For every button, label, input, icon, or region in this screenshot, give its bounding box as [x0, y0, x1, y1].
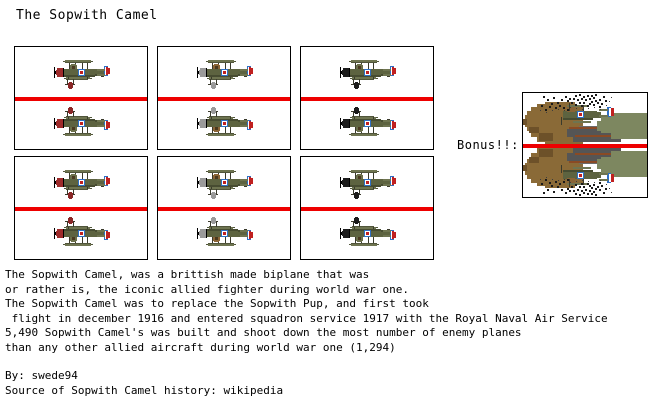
plane-sprite-black-cowl-upright [335, 53, 399, 91]
bonus-sprite-upright [523, 93, 647, 144]
panel-divider [301, 97, 433, 101]
sprite-panel-red-cowl-1 [14, 46, 148, 150]
sprite-panel-black-cowl-1 [300, 46, 434, 150]
footer-line-0: By: swede94 [5, 369, 78, 382]
body-line-1: or rather is, the iconic allied fighter … [5, 282, 409, 296]
bonus-cell-bottom [523, 146, 647, 197]
bonus-sprite-mirrored [523, 146, 647, 197]
panel-cell-top [301, 157, 433, 207]
panel-divider [15, 97, 147, 101]
page-title: The Sopwith Camel [16, 8, 158, 23]
plane-sprite-red-cowl-mirrored [49, 105, 113, 143]
panel-divider [15, 207, 147, 211]
plane-sprite-silver-cowl-upright [192, 163, 256, 201]
body-text: The Sopwith Camel, was a brittish made b… [5, 268, 661, 355]
panel-cell-bottom [158, 209, 290, 259]
panel-cell-bottom [301, 209, 433, 259]
panel-cell-bottom [15, 99, 147, 149]
plane-sprite-silver-cowl-upright [192, 53, 256, 91]
sprite-panel-red-cowl-2 [14, 156, 148, 260]
plane-sprite-black-cowl-mirrored [335, 105, 399, 143]
plane-sprite-red-cowl-upright [49, 53, 113, 91]
sprite-panel-black-cowl-2 [300, 156, 434, 260]
panel-divider [301, 207, 433, 211]
body-line-2: The Sopwith Camel was to replace the Sop… [5, 297, 429, 310]
plane-sprite-red-cowl-mirrored [49, 215, 113, 253]
body-line-0: The Sopwith Camel, was a brittish made b… [5, 268, 370, 281]
panel-cell-top [158, 47, 290, 97]
sprite-panel-silver-cowl-1 [157, 46, 291, 150]
panel-cell-top [301, 47, 433, 97]
body-line-3: flight in december 1916 and entered squa… [5, 311, 608, 325]
bonus-panel [522, 92, 648, 198]
plane-sprite-silver-cowl-mirrored [192, 105, 256, 143]
plane-sprite-silver-cowl-mirrored [192, 215, 256, 253]
body-line-4: 5,490 Sopwith Camel's was built and shoo… [5, 326, 522, 339]
plane-sprite-red-cowl-upright [49, 163, 113, 201]
bonus-cell-top [523, 93, 647, 144]
panel-cell-bottom [158, 99, 290, 149]
body-line-5: than any other allied aircraft during wo… [5, 340, 396, 354]
panel-cell-top [15, 157, 147, 207]
sprite-panel-silver-cowl-2 [157, 156, 291, 260]
panel-cell-top [15, 47, 147, 97]
panel-cell-top [158, 157, 290, 207]
sprite-panel-grid [14, 46, 454, 260]
panel-cell-bottom [15, 209, 147, 259]
bonus-divider [523, 144, 647, 148]
plane-sprite-black-cowl-upright [335, 163, 399, 201]
panel-divider [158, 207, 290, 211]
panel-divider [158, 97, 290, 101]
footer-line-1: Source of Sopwith Camel history: wikiped… [5, 383, 284, 397]
panel-cell-bottom [301, 99, 433, 149]
plane-sprite-black-cowl-mirrored [335, 215, 399, 253]
bonus-label: Bonus!!: [457, 138, 519, 152]
